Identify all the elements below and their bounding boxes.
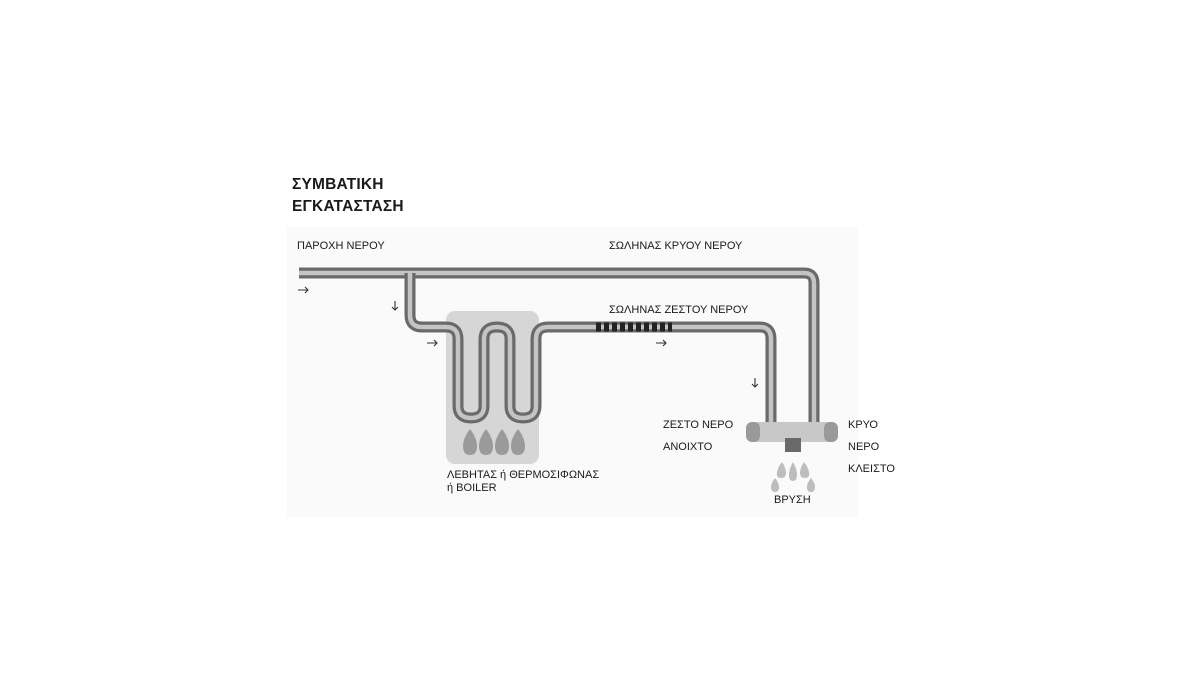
cold-pipe-label: ΣΩΛΗΝΑΣ ΚΡΥΟΥ ΝΕΡΟΥ [609, 240, 743, 252]
faucet [746, 422, 838, 452]
boiler-housing [446, 311, 539, 464]
water-drop-icon [771, 478, 779, 492]
water-supply-label: ΠΑΡΟΧΗ ΝΕΡΟΥ [297, 240, 385, 252]
boiler-label-line-1: ΛΕΒΗΤΑΣ ή ΘΕΡΜΟΣΙΦΩΝΑΣ [447, 469, 600, 481]
cold-tap-status: ΚΡΥΟ ΝΕΡΟ ΚΛΕΙΣΤΟ [848, 414, 895, 480]
faucet-label: ΒΡΥΣΗ [774, 494, 811, 506]
flames [463, 429, 525, 455]
water-drop-icon [776, 462, 786, 478]
cold-label: ΚΡΥΟ [848, 419, 878, 431]
page-title: ΣΥΜΒΑΤΙΚΗ ΕΓΚΑΤΑΣΤΑΣΗ [292, 174, 404, 217]
boiler-label-line-2: ή BOILER [447, 482, 497, 494]
open-label: ΑΝΟΙΧΤΟ [663, 441, 713, 453]
boiler-feed-pipe [404, 273, 795, 440]
water-label: ΝΕΡΟ [848, 441, 880, 453]
faucet-body [746, 422, 838, 442]
water-drop-icon [789, 462, 797, 481]
water-drop-icon [807, 478, 815, 492]
arrow-icon [656, 339, 667, 347]
hot-water-label: ΖΕΣΤΟ ΝΕΡΟ [663, 419, 734, 431]
cold-tap-handle [824, 422, 838, 442]
water-spray [771, 462, 815, 492]
flame-icon [495, 429, 509, 455]
flame-icon [463, 429, 477, 455]
boiler-label: ΛΕΒΗΤΑΣ ή ΘΕΡΜΟΣΙΦΩΝΑΣ ή BOILER [447, 469, 599, 495]
closed-label: ΚΛΕΙΣΤΟ [848, 463, 895, 475]
flame-icon [511, 429, 525, 455]
title-line-2: ΕΓΚΑΤΑΣΤΑΣΗ [292, 197, 404, 215]
flame-icon [479, 429, 493, 455]
hot-tap-handle [746, 422, 760, 442]
cold-water-pipe [299, 267, 820, 440]
arrow-icon [298, 286, 309, 294]
arrow-icon [427, 339, 438, 347]
flow-arrows [298, 286, 759, 388]
water-drop-icon [800, 462, 810, 478]
hot-tap-status: ΖΕΣΤΟ ΝΕΡΟ ΑΝΟΙΧΤΟ [663, 414, 733, 458]
hot-pipe-label: ΣΩΛΗΝΑΣ ΖΕΣΤΟΥ ΝΕΡΟΥ [609, 304, 749, 316]
title-line-1: ΣΥΜΒΑΤΙΚΗ [292, 176, 384, 193]
faucet-spout [785, 438, 801, 452]
arrow-icon [751, 378, 759, 388]
arrow-icon [391, 301, 399, 311]
